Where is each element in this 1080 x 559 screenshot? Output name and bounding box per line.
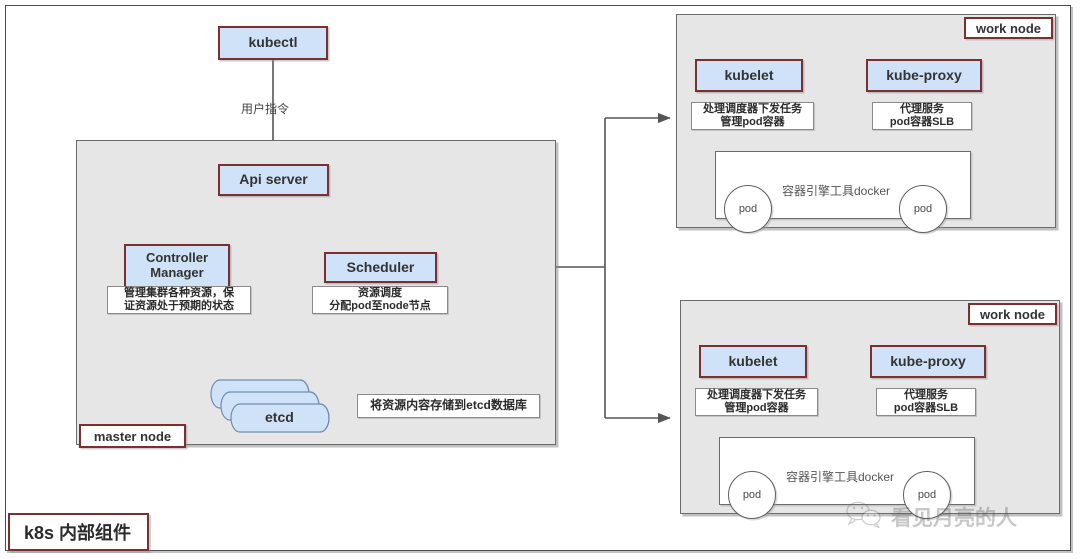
- scheduler-description: 资源调度 分配pod至node节点: [312, 286, 448, 314]
- work-node-1-kubelet-desc-line2: 管理pod容器: [720, 116, 785, 128]
- etcd-edge-label: 将资源内容存储到etcd数据库: [370, 398, 527, 413]
- work-node-2-pod-2: pod: [903, 471, 951, 519]
- work-node-1-pod-2-label: pod: [913, 203, 933, 215]
- work-node-1-pod-2: pod: [899, 185, 947, 233]
- controller-manager-description: 管理集群各种资源，保 证资源处于预期的状态: [107, 286, 251, 314]
- user-command-edge-label: 用户指令: [241, 102, 290, 116]
- work-node-1-docker-label: 容器引擎工具docker: [782, 184, 891, 198]
- work-node-2-kubelet-desc-line2: 管理pod容器: [724, 402, 789, 414]
- wechat-icon: [845, 500, 885, 534]
- master-node-tag-label: master node: [93, 428, 172, 444]
- work-node-1-tag: work node: [964, 17, 1053, 39]
- wechat-icon-svg: [846, 501, 881, 529]
- scheduler-box[interactable]: Scheduler: [324, 252, 437, 283]
- work-node-1-kubelet-box[interactable]: kubelet: [695, 59, 803, 92]
- work-node-2-kube-proxy-box[interactable]: kube-proxy: [870, 345, 986, 378]
- etcd-datastore: [210, 368, 340, 440]
- work-node-2-kube-proxy-label: kube-proxy: [890, 352, 966, 369]
- work-node-2-pod-2-label: pod: [917, 489, 937, 501]
- work-node-2-docker-label: 容器引擎工具docker: [786, 470, 895, 484]
- work-node-2-tag: work node: [968, 303, 1057, 325]
- page-title-label: k8s 内部组件: [24, 523, 132, 543]
- work-node-2-kube-proxy-desc-line1: 代理服务: [904, 389, 948, 402]
- watermark: 看见月亮的人: [845, 500, 1017, 534]
- etcd-cylinders-icon: [210, 379, 330, 433]
- work-node-1-kubelet-description: 处理调度器下发任务 管理pod容器: [691, 102, 814, 130]
- work-node-1-pod-1-label: pod: [738, 203, 758, 215]
- work-node-2-kubelet-desc-line1: 处理调度器下发任务: [707, 389, 806, 402]
- controller-manager-desc-line2: 证资源处于预期的状态: [124, 300, 234, 312]
- page-title: k8s 内部组件: [8, 513, 149, 551]
- work-node-1-kube-proxy-label: kube-proxy: [886, 66, 962, 83]
- kubectl-label: kubectl: [248, 34, 298, 51]
- api-server-label: Api server: [239, 171, 308, 188]
- controller-manager-desc-line1: 管理集群各种资源，保: [124, 287, 234, 300]
- scheduler-desc-line2: 分配pod至node节点: [329, 300, 431, 312]
- scheduler-desc-line1: 资源调度: [358, 287, 402, 300]
- work-node-1-kube-proxy-box[interactable]: kube-proxy: [866, 59, 982, 92]
- api-server-box[interactable]: Api server: [218, 164, 329, 196]
- etcd-edge-label-box: 将资源内容存储到etcd数据库: [357, 394, 540, 418]
- work-node-1-kubelet-desc-line1: 处理调度器下发任务: [703, 103, 802, 116]
- kubectl-box[interactable]: kubectl: [218, 26, 328, 60]
- work-node-2-tag-label: work node: [979, 306, 1045, 322]
- scheduler-label: Scheduler: [346, 258, 415, 275]
- work-node-2-kube-proxy-desc-line2: pod容器SLB: [893, 402, 959, 414]
- work-node-2-pod-1: pod: [728, 471, 776, 519]
- work-node-2-pod-1-label: pod: [742, 489, 762, 501]
- watermark-text: 看见月亮的人: [891, 507, 1017, 530]
- work-node-2-kubelet-description: 处理调度器下发任务 管理pod容器: [695, 388, 818, 416]
- work-node-1-kubelet-label: kubelet: [724, 66, 774, 83]
- controller-manager-box[interactable]: Controller Manager: [124, 244, 230, 288]
- work-node-1-kube-proxy-description: 代理服务 pod容器SLB: [872, 102, 972, 130]
- work-node-1-kube-proxy-desc-line1: 代理服务: [900, 103, 944, 116]
- work-node-2-kube-proxy-description: 代理服务 pod容器SLB: [876, 388, 976, 416]
- master-node-tag: master node: [79, 424, 186, 448]
- diagram-outer-frame: [5, 5, 1071, 551]
- work-node-1-tag-label: work node: [975, 20, 1041, 36]
- etcd-label: etcd: [265, 409, 294, 425]
- work-node-1-kube-proxy-desc-line2: pod容器SLB: [889, 116, 955, 128]
- work-node-2-kubelet-box[interactable]: kubelet: [699, 345, 807, 378]
- work-node-2-kubelet-label: kubelet: [728, 352, 778, 369]
- work-node-1-pod-1: pod: [724, 185, 772, 233]
- controller-manager-label: Controller Manager: [145, 250, 209, 280]
